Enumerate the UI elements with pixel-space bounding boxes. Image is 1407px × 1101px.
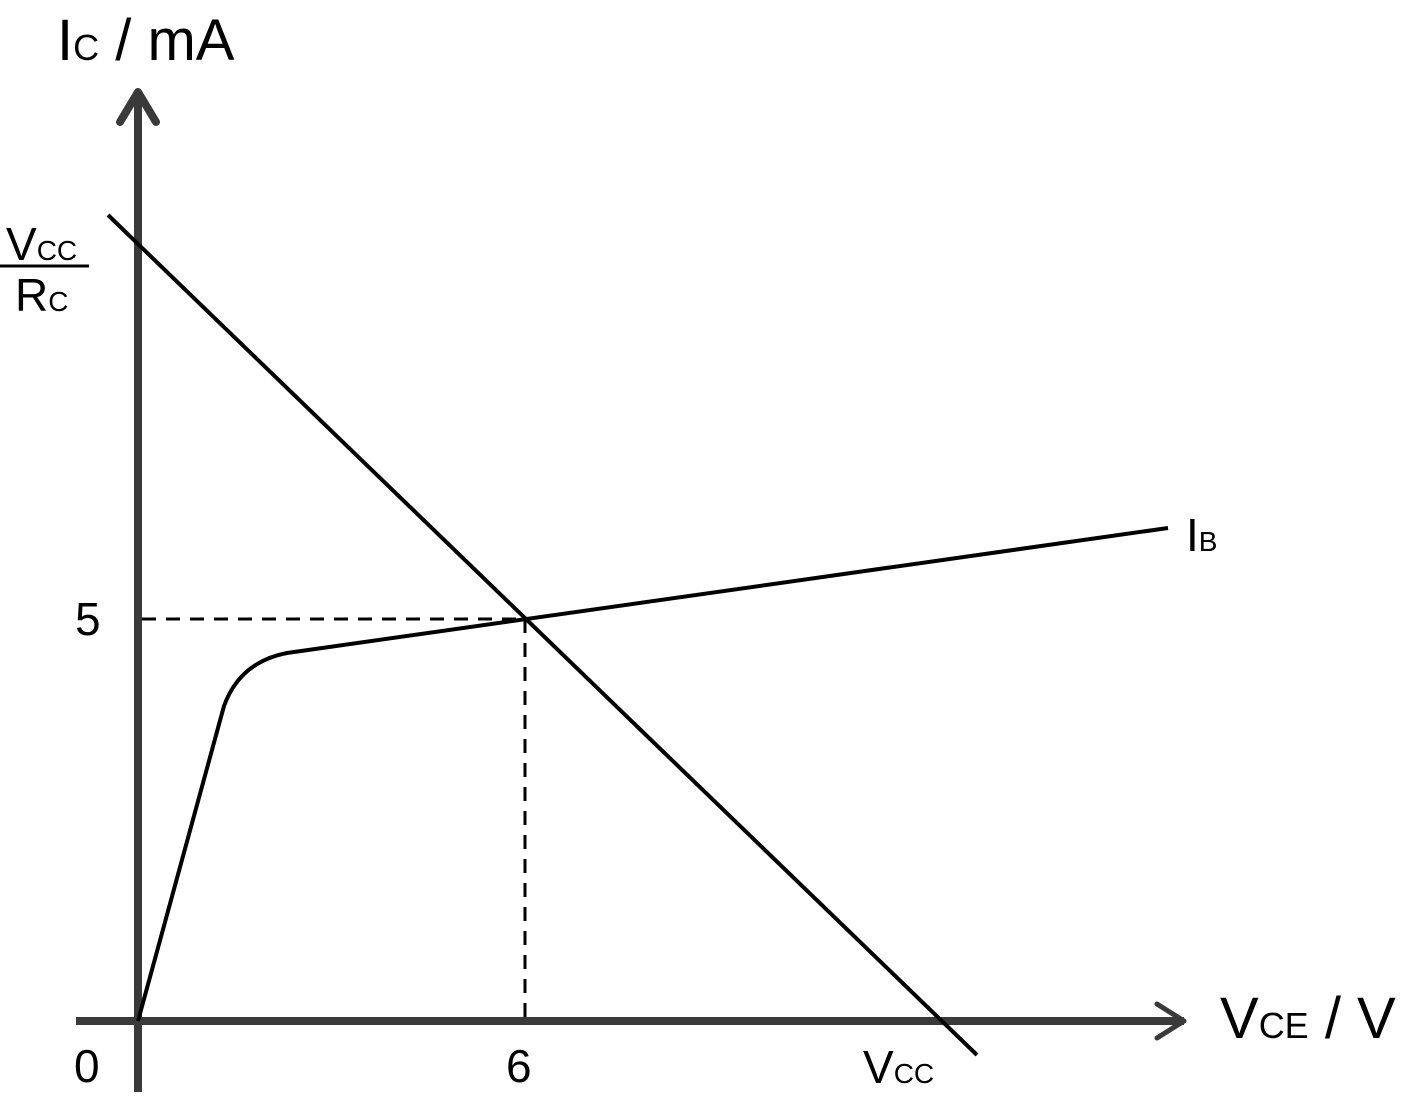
x-axis-arrowhead <box>1154 1001 1187 1041</box>
x-tick-label-6: 6 <box>506 1040 532 1092</box>
axes <box>76 88 1187 1092</box>
y-tick-label-5: 5 <box>75 593 101 645</box>
load-line <box>106 213 979 1057</box>
y-intercept-denominator: RC <box>15 269 68 321</box>
y-axis-arrowhead <box>116 88 160 126</box>
ib-characteristic-curve <box>136 526 1169 1022</box>
x-intercept-label: VCC <box>863 1041 934 1093</box>
x-axis-label: VCE / V <box>1220 986 1396 1051</box>
origin-label: 0 <box>74 1040 100 1092</box>
y-axis-label: IC / mA <box>57 8 235 73</box>
y-intercept-label: VCC RC <box>0 218 89 321</box>
y-intercept-numerator: VCC <box>6 218 77 270</box>
ib-curve-label: IB <box>1186 509 1217 561</box>
